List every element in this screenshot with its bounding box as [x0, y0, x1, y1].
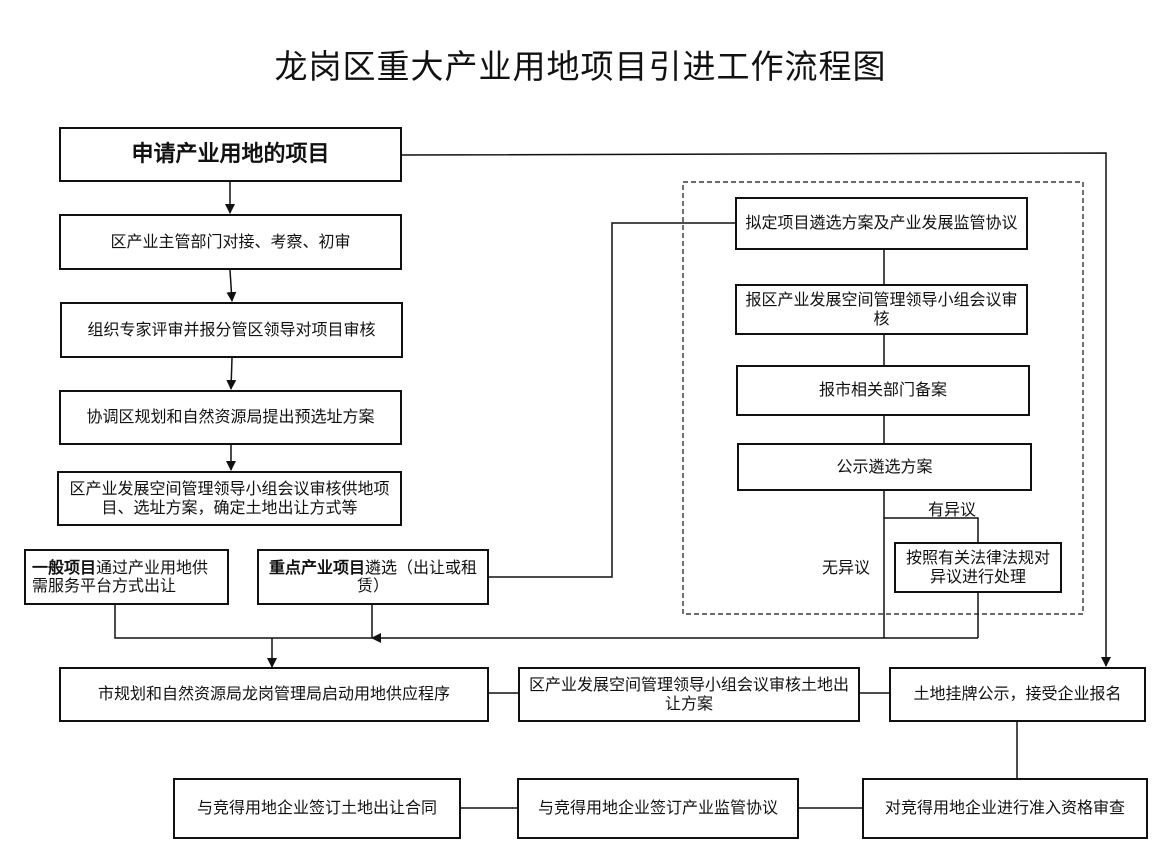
node-publicize: 公示遴选方案	[737, 443, 1032, 491]
general-project-rest: 通过产业用地供需服务平台方式出让	[32, 557, 209, 595]
node-group-review: 区产业发展空间管理领导小组会议审核供地项目、选址方案，确定土地出让方式等	[57, 471, 402, 526]
node-apply: 申请产业用地的项目	[59, 127, 402, 182]
node-listing: 土地挂牌公示，接受企业报名	[889, 667, 1146, 722]
key-project-bold: 重点产业项目	[268, 557, 365, 577]
node-general-project: 一般项目通过产业用地供需服务平台方式出让	[24, 549, 229, 605]
line-general-down	[114, 605, 372, 639]
node-sign-contract: 与竞得用地企业签订土地出让合同	[173, 778, 461, 839]
arrow-dept-to-expert	[226, 269, 237, 302]
arrow-apply-to-listing	[401, 152, 1111, 667]
node-preselect-site: 协调区规划和自然资源局提出预选址方案	[59, 390, 402, 445]
node-report-group: 报区产业发展空间管理领导小组会议审核	[735, 284, 1028, 335]
line-key-to-draft	[489, 222, 735, 578]
node-qualification-review: 对竞得用地企业进行准入资格审查	[862, 778, 1148, 839]
label-has-objection: 有异议	[928, 500, 977, 519]
page-title: 龙岗区重大产业用地项目引进工作流程图	[274, 47, 887, 86]
node-expert-review: 组织专家评审并报分管区领导对项目审核	[60, 302, 403, 358]
key-project-rest: 遴选（出让或租赁）	[356, 557, 478, 595]
right-dashed-panel	[682, 181, 1084, 615]
line-objection-branch	[883, 491, 979, 542]
node-city-filing: 报市相关部门备案	[736, 365, 1030, 416]
node-group-review-transfer: 区产业发展空间管理领导小组会议审核土地出让方案	[518, 667, 860, 722]
general-project-bold: 一般项目	[32, 557, 97, 577]
node-dept-review: 区产业主管部门对接、考察、初审	[59, 214, 402, 270]
node-start-supply: 市规划和自然资源局龙岗管理局启动用地供应程序	[59, 667, 489, 722]
node-draft-plan: 拟定项目遴选方案及产业发展监管协议	[735, 197, 1028, 250]
arrow-expert-to-preselect	[226, 357, 237, 390]
node-handle-objection: 按照有关法律法规对异议进行处理	[894, 542, 1062, 593]
node-sign-supervision: 与竞得用地企业签订产业监管协议	[517, 778, 799, 839]
node-key-project: 重点产业项目遴选（出让或租赁）	[257, 549, 489, 605]
label-no-objection: 无异议	[822, 558, 871, 577]
